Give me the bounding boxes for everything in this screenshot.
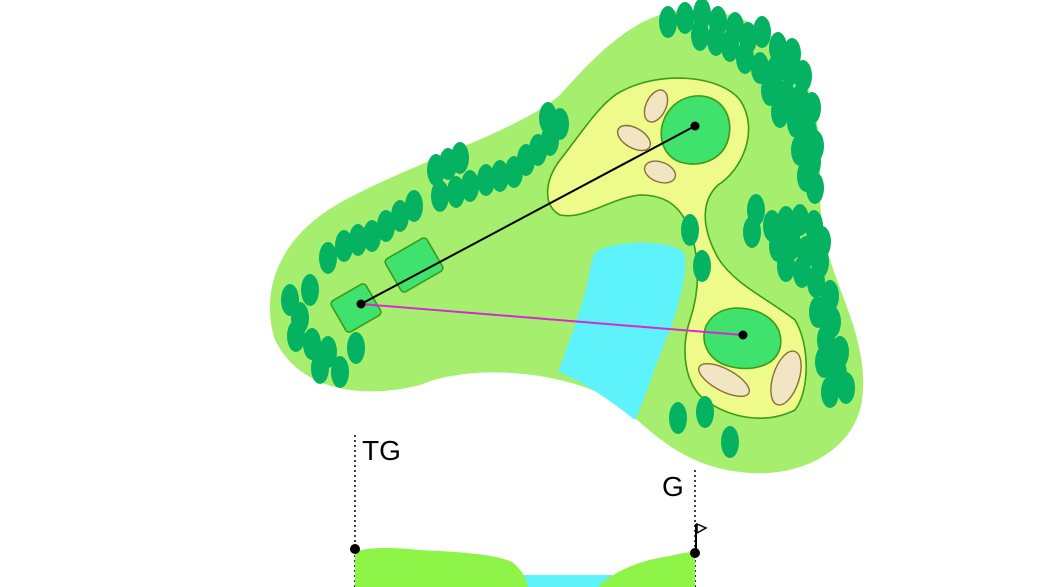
tree-icon [431,180,449,212]
elevation-profile: TG G [350,435,708,587]
profile-water [520,575,612,587]
tee-point [356,299,366,309]
tree-icon [363,220,381,252]
water-hazard [558,242,686,420]
tree-icon [405,190,423,222]
tree-icon [391,200,409,232]
tree-icon [793,256,811,288]
tree-icon [815,346,833,378]
tree-icon [669,402,687,434]
tree-icon [803,92,821,124]
tree-icon [676,2,694,34]
tree-icon [771,96,789,128]
tree-line [281,0,855,458]
lower-green-point [738,330,748,340]
tree-icon [809,296,827,328]
tree-icon [301,274,319,306]
tree-icon [753,16,771,48]
tree-icon [791,204,809,236]
tree-icon [347,332,365,364]
tree-icon [303,328,321,360]
tree-icon [806,172,824,204]
tree-icon [287,320,305,352]
tree-icon [707,24,725,56]
tree-icon [331,356,349,388]
tree-icon [777,250,795,282]
tree-icon [736,42,754,74]
tree-icon [319,242,337,274]
tree-icon [807,266,825,298]
tree-icon [691,19,709,51]
tree-icon [837,372,855,404]
tree-icon [769,32,787,64]
tree-icon [477,164,495,196]
green-point [690,548,700,558]
tree-icon [761,74,779,106]
bunker [643,89,669,123]
bunker [770,350,802,406]
tree-icon [461,170,479,202]
tee-ground-point [350,544,360,554]
shot-line-front-tee [360,125,696,305]
tree-icon [377,210,395,242]
tree-icon [539,102,557,134]
shot-line-back-tee [360,303,744,336]
front-tee-box [384,237,444,293]
flag-icon [695,522,708,550]
tree-icon [821,376,839,408]
profile-ground-green-side [598,552,695,587]
tree-icon [721,426,739,458]
bunker [643,160,677,184]
tree-icon [721,30,739,62]
profile-ground [355,548,528,587]
tree-icon [743,216,761,248]
upper-green-point [690,121,700,131]
tree-icon [311,352,329,384]
tree-icon [335,230,353,262]
tee-ground-label: TG [362,435,401,466]
bunker [616,124,652,152]
tree-icon [794,60,812,92]
tree-icon [491,160,509,192]
green-label: G [662,471,684,502]
tree-icon [693,250,711,282]
tree-icon [451,142,469,174]
tree-icon [447,176,465,208]
tree-icon [681,214,699,246]
bunker [698,362,750,398]
tree-icon [659,6,677,38]
tree-icon [696,396,714,428]
tree-icon [751,52,769,84]
tree-icon [349,224,367,256]
